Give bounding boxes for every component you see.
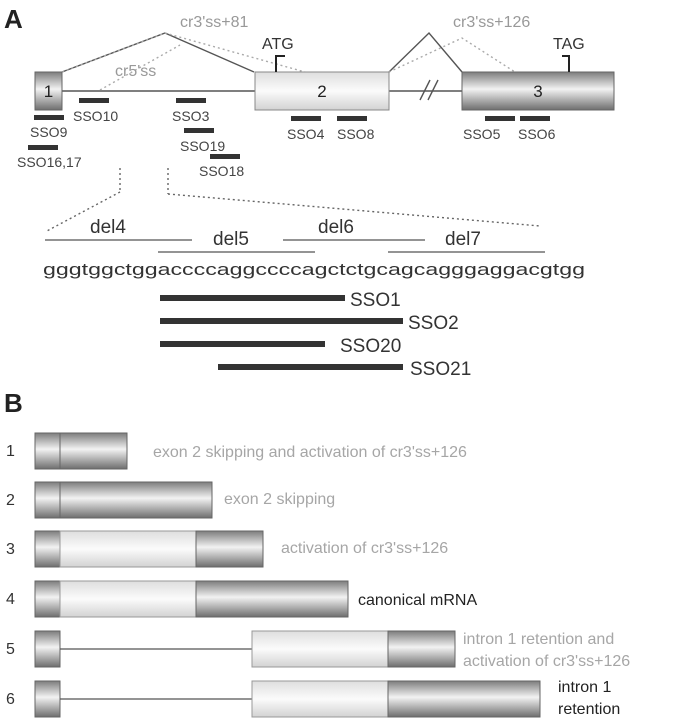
sso10-bar: [79, 98, 109, 103]
sso21-label: SSO21: [410, 359, 471, 380]
isoform-4-exon-3: [195, 580, 349, 618]
sso9-bar: [34, 115, 64, 120]
sso16-17-bar: [28, 145, 58, 150]
del4-label: del4: [90, 217, 126, 238]
isoform-6-description-line-1: intron 1: [558, 679, 611, 696]
sso18-label: SSO18: [199, 163, 244, 179]
sso10-label: SSO10: [73, 108, 118, 124]
del7-label: del7: [445, 229, 481, 250]
canonical-splice-1: [61, 32, 255, 73]
isoform-5-exon-2: [251, 630, 389, 668]
exon-2-label: 2: [317, 82, 326, 101]
isoform-4-description: canonical mRNA: [358, 592, 477, 609]
cr3ss-81-label: cr3'ss+81: [180, 14, 249, 31]
isoform-6-exon-3: [387, 680, 541, 718]
sso5-bar: [485, 116, 515, 121]
cr5ss-label: cr5'ss: [115, 63, 156, 80]
intron-break-mark-2: [427, 79, 439, 101]
sso21-bar: [218, 364, 403, 370]
isoform-4-exon-1: [34, 580, 61, 618]
sso20-label: SSO20: [340, 336, 401, 357]
isoform-5-exon-3: [387, 630, 456, 668]
exon-1-box: [34, 71, 63, 111]
sso5-label: SSO5: [463, 126, 501, 142]
isoform-3-number: 3: [6, 541, 15, 558]
cryptic-splice-cr3-81: [61, 32, 306, 73]
sso2-bar: [160, 318, 403, 324]
isoform-5-number: 5: [6, 641, 15, 658]
sso8-label: SSO8: [337, 126, 375, 142]
isoform-2-exon-3: [59, 481, 213, 519]
isoform-3-exon-3: [195, 530, 264, 568]
isoform-1-number: 1: [6, 443, 15, 460]
sso8-bar: [337, 116, 367, 121]
sso19-label: SSO19: [180, 138, 225, 154]
atg-marker: [275, 55, 285, 72]
isoform-3-description: activation of cr3'ss+126: [281, 540, 448, 557]
isoform-6-exon-1: [34, 680, 61, 718]
sso4-bar: [291, 116, 321, 121]
sso4-label: SSO4: [287, 126, 325, 142]
cryptic-splice-cr3-126: [388, 37, 516, 73]
del6-label: del6: [318, 217, 354, 238]
isoform-4-number: 4: [6, 591, 15, 608]
intron-break-mark: [419, 79, 431, 101]
atg-label: ATG: [262, 36, 294, 53]
canonical-splice-2: [388, 31, 463, 73]
cryptic-splice-cr5: [99, 44, 181, 91]
isoform-4-exon-2: [59, 580, 197, 618]
isoform-2-number: 2: [6, 492, 15, 509]
zoom-left-diagonal: [44, 191, 121, 233]
del5-label: del5: [213, 229, 249, 250]
sso20-bar: [160, 341, 325, 347]
sso1-bar: [160, 295, 345, 301]
sso6-label: SSO6: [518, 126, 556, 142]
isoform-5-exon-1: [34, 630, 61, 668]
isoform-6-description-line-2: retention: [558, 701, 620, 718]
sso3-bar: [176, 98, 206, 103]
sso9-label: SSO9: [30, 124, 68, 140]
exon-1-label: 1: [44, 82, 53, 101]
intron-sequence: gggtggctggaccccaggccccagctctgcagcagggagg…: [43, 260, 585, 279]
zoom-right-diagonal: [167, 193, 541, 227]
isoform-3-exon-2: [59, 530, 197, 568]
tag-label: TAG: [553, 36, 585, 53]
isoform-2-exon-1: [34, 481, 61, 519]
isoform-1-exon-3: [59, 432, 128, 470]
isoform-1-description: exon 2 skipping and activation of cr3'ss…: [153, 444, 467, 461]
sso16-17-label: SSO16,17: [17, 154, 82, 170]
panel-b-label: B: [4, 388, 23, 418]
isoform-1-exon-1: [34, 432, 61, 470]
sso6-bar: [520, 116, 550, 121]
sso18-bar: [210, 154, 240, 159]
sso2-label: SSO2: [408, 313, 459, 334]
isoform-6-exon-2: [251, 680, 389, 718]
panel-a-label: A: [4, 4, 23, 34]
isoform-5-description-line-2: activation of cr3'ss+126: [463, 653, 630, 670]
exon-3-box: [461, 71, 615, 111]
exon-3-label: 3: [533, 82, 542, 101]
exon-2-box: [254, 71, 390, 111]
isoform-5-description-line-1: intron 1 retention and: [463, 631, 614, 648]
isoform-2-description: exon 2 skipping: [224, 491, 335, 508]
isoform-6-number: 6: [6, 691, 15, 708]
sso19-bar: [184, 128, 214, 133]
sso1-label: SSO1: [350, 290, 401, 311]
isoform-3-exon-1: [34, 530, 61, 568]
cr3ss-126-label: cr3'ss+126: [453, 14, 530, 31]
tag-marker: [562, 55, 570, 72]
sso3-label: SSO3: [172, 108, 210, 124]
